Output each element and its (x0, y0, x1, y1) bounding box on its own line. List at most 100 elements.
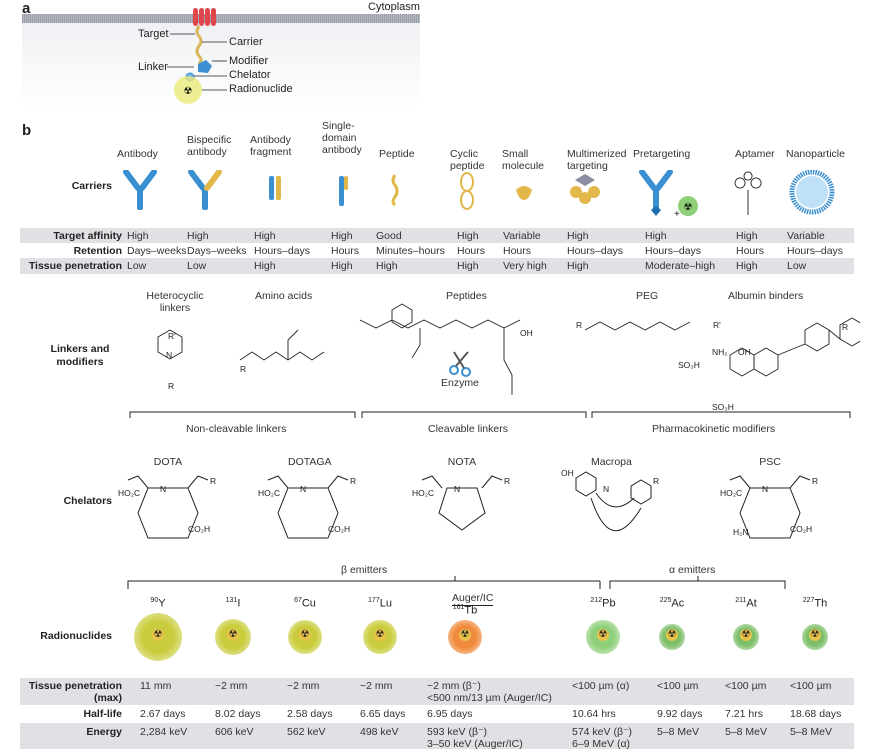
half-life-cell: 2.67 days (140, 708, 186, 720)
aptamer-icon (734, 171, 762, 215)
atom-label: OH (520, 328, 533, 338)
carrier-table-cell: Hours (457, 245, 486, 257)
carrier-header: Bispecific antibody (187, 134, 232, 158)
mass-number: 227 (802, 597, 815, 604)
carrier-icons: ☢ (123, 170, 835, 216)
carrier-table-cell: High (254, 230, 276, 242)
cell-background (22, 20, 420, 108)
cleavable-linkers-label: Cleavable linkers (428, 423, 508, 435)
nuclide-symbol: 90Y (138, 597, 178, 610)
linker-label: Linker (138, 61, 168, 73)
carrier-table-cell: High (254, 260, 276, 272)
carrier-table-cell: Moderate–high (645, 260, 716, 272)
radiation-icon: ☢ (666, 629, 678, 641)
penetration-cell: ~2 mm (360, 680, 393, 692)
linker-brackets (129, 411, 851, 418)
radionuclide-glow (174, 76, 202, 104)
atom-label: N (603, 484, 610, 494)
atom-label: N (300, 484, 307, 494)
atom-label: R' (168, 331, 176, 341)
pretarget-radionuclide-icon (678, 196, 698, 216)
chelator-name: DOTAGA (288, 456, 332, 468)
nuclide-symbol: 131I (213, 597, 253, 610)
carrier-table-cell: Low (787, 260, 807, 272)
half-life-cell: 2.58 days (287, 708, 333, 720)
carrier-header: Cyclic peptide (450, 148, 485, 172)
element-symbol: Cu (301, 597, 316, 610)
antibody-stem (202, 188, 208, 210)
penetration-cell: <500 nm/13 µm (Auger/IC) (427, 692, 552, 704)
radiation-icon: ☢ (227, 629, 239, 641)
mass-number: 211 (735, 597, 747, 604)
enzyme-label: Enzyme (441, 377, 479, 389)
antibody-arm (655, 170, 673, 191)
carrier-table-band (20, 228, 854, 243)
atom-label: R (168, 381, 175, 391)
mass-number: 225 (659, 597, 672, 604)
carrier-table-cell: Hours–days (254, 245, 311, 257)
carrier-table-row-label: Tissue penetration (28, 260, 122, 272)
chelators-row-label: Chelators (63, 495, 112, 507)
half-life-cell: 18.68 days (790, 708, 842, 720)
atom-label: R (653, 476, 660, 486)
beta-emitters-label: β emitters (341, 564, 388, 576)
nanobody-icon (344, 176, 348, 190)
carrier-table-cell: High (567, 260, 589, 272)
penetration-cell: <100 µm (725, 680, 767, 692)
pretarget-tag-icon (651, 206, 661, 216)
atom-label: N (166, 350, 173, 360)
atom-label: R (504, 476, 511, 486)
carrier-header: Single-domain antibody (322, 120, 362, 156)
carrier-chain-icon (195, 25, 203, 66)
heterocyclic-linkers-label: Heterocyclic linkers (146, 290, 204, 314)
half-life-cell: 9.92 days (657, 708, 703, 720)
piperazine-structure (157, 329, 183, 360)
rad-table-row-label: Tissue penetration (max) (28, 680, 122, 704)
half-life-cell: 6.95 days (427, 708, 473, 720)
radiation-icon: ☢ (684, 202, 693, 213)
chelator-structure (127, 475, 209, 539)
cell-membrane (22, 14, 420, 23)
peg-structure (584, 321, 691, 331)
carrier-header: Antibody fragment (250, 134, 292, 158)
atom-label: HO₂C (118, 488, 141, 498)
antibody-arm (188, 170, 206, 191)
radionuclide-table-band (20, 678, 854, 705)
radiation-icon: ☢ (152, 629, 164, 641)
radiation-icon: ☢ (374, 629, 386, 641)
atom-label: N (454, 484, 461, 494)
antibody-stem (653, 188, 659, 210)
carrier-header: Multimerized targeting (567, 148, 627, 172)
mass-number: 131 (225, 597, 238, 604)
carrier-table-cell: High (457, 230, 479, 242)
chelator-structure (729, 475, 811, 539)
peptide-icon (391, 174, 399, 207)
carrier-table-cell: Hours–days (787, 245, 844, 257)
element-symbol: At (746, 597, 757, 610)
modifier-icon (198, 60, 212, 73)
nuclide-symbol: 161Tb (445, 604, 485, 617)
atom-label: OH (738, 347, 751, 357)
atom-label: R (240, 364, 247, 374)
linker-structures (157, 303, 860, 395)
rad-table-row-label: Half-life (83, 708, 122, 720)
atom-label: HO₂C (412, 488, 435, 498)
energy-cell: 574 keV (β⁻) (572, 726, 633, 738)
carrier-table-cell: High (331, 230, 353, 242)
chelator-structure (421, 475, 503, 531)
carrier-table-cell: Variable (503, 230, 541, 242)
penetration-cell: ~2 mm (287, 680, 320, 692)
half-life-cell: 6.65 days (360, 708, 406, 720)
element-symbol: Y (158, 597, 166, 610)
alpha-emitters-label: α emitters (669, 564, 716, 576)
carrier-table-cell: High (187, 230, 209, 242)
carrier-table-cell: Days–weeks (127, 245, 187, 257)
linkers-row-label: Linkers and modifiers (50, 343, 110, 368)
carrier-table-cell: High (645, 230, 667, 242)
atom-label: HO₂C (720, 488, 743, 498)
penetration-cell: <100 µm (790, 680, 832, 692)
element-symbol: I (237, 597, 241, 610)
atom-label: R (210, 476, 217, 486)
atom-label: R (350, 476, 357, 486)
carrier-header: Peptide (379, 148, 415, 160)
